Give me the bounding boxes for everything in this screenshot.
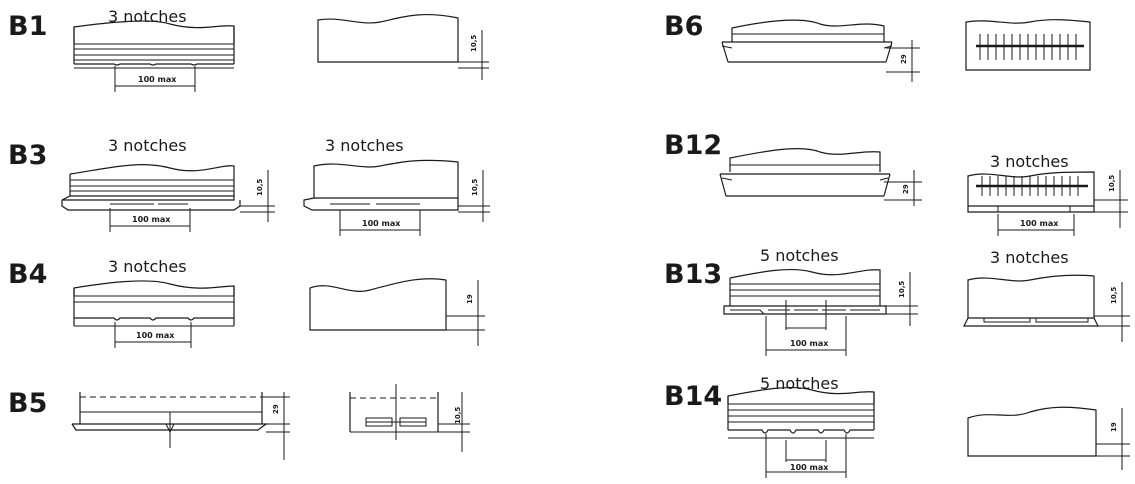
b14-front-view: 100 max	[727, 386, 875, 478]
b13-notches-note-front: 5 notches	[760, 246, 839, 265]
b1-height-dimension: 10,5	[470, 35, 478, 52]
b3-notches-note-side: 3 notches	[325, 136, 404, 155]
b4-front-view: 100 max	[73, 280, 235, 348]
b12-group: B12 29 3 notches 10,5 100 max	[664, 130, 1128, 236]
b13-height-dimension-front: 10,5	[898, 281, 906, 298]
b4-width-dimension: 100 max	[136, 331, 175, 340]
b14-notches-note: 5 notches	[760, 374, 839, 393]
b14-group: B14 5 notches 100 max 19	[664, 374, 1130, 478]
b4-group: B4 3 notches 100 max 19	[8, 257, 485, 348]
b12-height-dimension-side: 10,5	[1108, 175, 1116, 192]
b12-label: B12	[664, 130, 722, 161]
b4-notches-note: 3 notches	[108, 257, 187, 276]
b13-side-view: 10,5	[963, 274, 1130, 342]
b1-notches-note: 3 notches	[108, 7, 187, 26]
b6-side-view	[965, 19, 1091, 71]
b6-label: B6	[664, 11, 703, 42]
b1-front-view: 100 max	[73, 20, 235, 92]
b5-side-view: 10,5	[349, 384, 470, 452]
b1-side-view: 10,5	[317, 13, 489, 80]
b14-side-view: 19	[967, 406, 1130, 470]
b14-label: B14	[664, 381, 722, 412]
b4-side-view: 19	[309, 278, 485, 346]
b12-side-view: 10,5 100 max	[967, 170, 1128, 236]
b4-height-dimension: 19	[466, 294, 474, 304]
b4-label: B4	[8, 259, 47, 290]
b6-group: B6 29	[664, 11, 1091, 82]
b6-front-view: 29	[721, 19, 920, 82]
b1-group: B1 3 notches 100 max 10,5	[8, 7, 489, 92]
b6-height-dimension: 29	[900, 54, 908, 64]
b13-notches-note-side: 3 notches	[990, 248, 1069, 267]
b12-height-dimension: 29	[902, 184, 910, 194]
b1-width-dimension: 100 max	[138, 75, 177, 84]
b3-height-dimension-side: 10,5	[471, 179, 479, 196]
b5-height-dimension-side: 10,5	[454, 407, 462, 424]
b5-label: B5	[8, 388, 47, 419]
b3-front-view: 10,5 100 max	[61, 164, 275, 232]
b13-width-dimension: 100 max	[790, 339, 829, 348]
b14-width-dimension: 100 max	[790, 463, 829, 472]
b3-height-dimension-front: 10,5	[256, 179, 264, 196]
b3-label: B3	[8, 140, 47, 171]
b3-notches-note-front: 3 notches	[108, 136, 187, 155]
b14-height-dimension: 19	[1110, 422, 1118, 432]
b13-height-dimension-side: 10,5	[1110, 287, 1118, 304]
b3-group: B3 3 notches 10,5 100 max 3 notches	[8, 136, 490, 236]
b12-notches-note: 3 notches	[990, 152, 1069, 171]
b12-width-dimension: 100 max	[1020, 219, 1059, 228]
b3-side-view: 10,5 100 max	[303, 159, 490, 236]
b13-group: B13 5 notches 10,5 100 max 3 notches	[664, 246, 1130, 356]
b5-group: B5 29 10,5	[8, 384, 470, 460]
b5-front-view: 29	[71, 392, 290, 460]
b12-front-view: 29	[719, 148, 922, 206]
b13-label: B13	[664, 259, 722, 290]
b1-label: B1	[8, 11, 47, 42]
b3-width-dimension-side: 100 max	[362, 219, 401, 228]
b3-width-dimension-front: 100 max	[132, 215, 171, 224]
b13-front-view: 10,5 100 max	[723, 268, 918, 356]
b5-height-dimension-front: 29	[272, 404, 280, 414]
